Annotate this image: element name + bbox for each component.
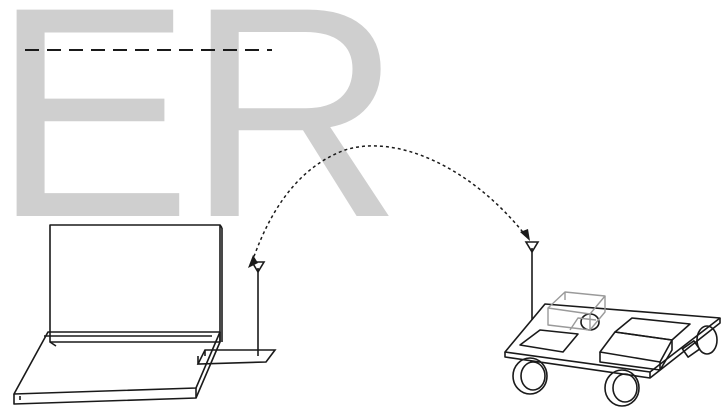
laptop-screen	[49, 224, 221, 343]
watermark-text: ER	[0, 0, 403, 280]
usb-radio-module	[196, 349, 277, 365]
antenna	[250, 261, 266, 356]
wireless-link	[248, 145, 530, 268]
controller-board	[599, 317, 691, 371]
robot-antenna	[524, 241, 540, 320]
laptop	[13, 224, 223, 405]
wheel-front-left	[604, 369, 640, 407]
wheel-front-right	[696, 325, 718, 355]
antenna-tip	[250, 261, 266, 274]
wheel-rear-left	[512, 357, 548, 395]
small-board	[519, 329, 579, 353]
sensor-box	[547, 291, 606, 331]
arrowhead-right	[520, 229, 530, 241]
arrowhead-left	[248, 255, 258, 268]
robot-car	[504, 303, 721, 407]
